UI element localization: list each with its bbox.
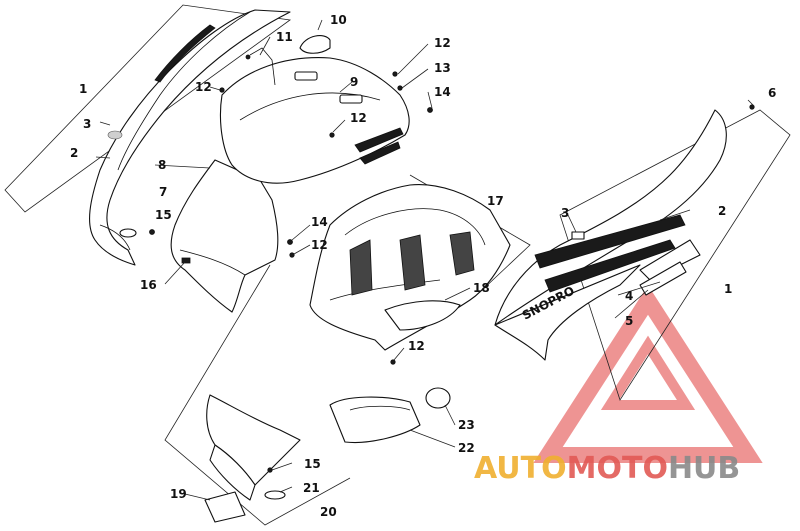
clip-14-a <box>427 107 433 113</box>
callout-9: 9 <box>350 75 358 89</box>
callout-12-b: 12 <box>434 36 451 50</box>
tray-rib-3 <box>449 231 475 276</box>
watermark-triangle-outer <box>533 285 763 463</box>
watermark-word-hub: HUB <box>668 451 740 486</box>
callout-16: 16 <box>140 278 157 292</box>
vent-opening <box>339 94 363 104</box>
screw-12-d <box>329 132 335 138</box>
callout-14-b: 14 <box>311 215 328 229</box>
callout-15-b: 15 <box>304 457 321 471</box>
panel-trim-stripe <box>154 24 216 83</box>
callout-11: 11 <box>276 30 293 44</box>
dash-stripe-1 <box>354 127 404 153</box>
callout-1-left: 1 <box>79 82 87 96</box>
air-duct <box>329 387 451 444</box>
part-16-clip <box>181 257 191 264</box>
tray-rib-1 <box>349 239 373 296</box>
front-hood <box>170 159 279 313</box>
decal-stripe-1 <box>534 214 686 269</box>
callout-18: 18 <box>473 281 490 295</box>
gauge-opening <box>294 71 318 81</box>
side-panel-right-lower <box>494 264 641 361</box>
part-21-grommet <box>264 490 286 500</box>
callout-19: 19 <box>170 487 187 501</box>
part-22-duct <box>329 396 421 444</box>
callout-6: 6 <box>768 86 776 100</box>
part-7-seal <box>119 228 137 238</box>
callout-3-right: 3 <box>561 206 569 220</box>
callout-22: 22 <box>458 441 475 455</box>
part-3-clip <box>571 231 585 240</box>
watermark-triangle-inner <box>600 335 696 410</box>
callout-14-a: 14 <box>434 85 451 99</box>
lower-nose <box>164 264 351 526</box>
callout-12-a: 12 <box>195 80 212 94</box>
group-bracket-1-right <box>559 109 791 401</box>
callout-10: 10 <box>330 13 347 27</box>
callout-12-d: 12 <box>311 238 328 252</box>
part-5-badge <box>639 261 687 296</box>
callout-2-right: 2 <box>718 204 726 218</box>
part-19-bracket <box>204 491 246 523</box>
decal-stripe-2 <box>544 239 676 293</box>
part-18-liner <box>384 300 461 331</box>
callout-3-left: 3 <box>83 117 91 131</box>
right-side-panel: SNOPRO <box>494 109 791 401</box>
callout-2-left: 2 <box>70 146 78 160</box>
dash-stripe-2 <box>359 141 401 165</box>
screw-6 <box>749 104 755 110</box>
screw-13 <box>397 85 403 91</box>
callout-15-a: 15 <box>155 208 172 222</box>
dash-panel <box>219 57 410 184</box>
callout-labels: 1 1 2 2 3 3 4 5 6 7 8 9 10 11 12 12 12 1… <box>70 13 776 519</box>
watermark-word-auto: AUTO <box>474 451 567 486</box>
watermark-auto: AUTOMOTOHUB <box>474 451 740 486</box>
side-panel-right <box>494 109 727 326</box>
callout-17: 17 <box>487 194 504 208</box>
screw-12-b <box>392 71 398 77</box>
callout-13: 13 <box>434 61 451 75</box>
callout-5: 5 <box>625 314 633 328</box>
dash-frame <box>219 35 410 184</box>
tray-rib-2 <box>399 234 426 291</box>
hardware <box>219 71 755 365</box>
part-4-badge <box>639 239 701 281</box>
part-10-cap <box>299 35 331 54</box>
watermark-word-moto: MOTO <box>567 451 668 486</box>
callout-1-right: 1 <box>724 282 732 296</box>
part-15-screw <box>149 229 155 235</box>
callout-8: 8 <box>158 158 166 172</box>
watermark-logo <box>533 285 763 463</box>
part-23-clamp <box>425 387 451 409</box>
leader-lines <box>95 19 755 501</box>
screw-12-a <box>219 87 225 93</box>
storage-tray <box>309 174 531 351</box>
part-15-screw-b <box>267 467 273 473</box>
callout-12-e: 12 <box>408 339 425 353</box>
callout-4: 4 <box>625 289 633 303</box>
callout-7: 7 <box>159 185 167 199</box>
nose-lower-lip <box>209 444 256 501</box>
part-11-connector <box>245 54 251 60</box>
callout-21: 21 <box>303 481 320 495</box>
hood-lower <box>170 159 279 313</box>
callout-23: 23 <box>458 418 475 432</box>
callout-20: 20 <box>320 505 337 519</box>
callout-12-c: 12 <box>350 111 367 125</box>
group-bracket-20 <box>164 264 351 526</box>
panel-grommet <box>107 130 123 140</box>
watermark-text: AUTOMOTOHUB <box>474 451 740 486</box>
left-side-panel <box>4 4 292 266</box>
screw-12-c <box>289 252 295 258</box>
clip-14-b <box>287 239 293 245</box>
screw-12-e <box>390 359 396 365</box>
